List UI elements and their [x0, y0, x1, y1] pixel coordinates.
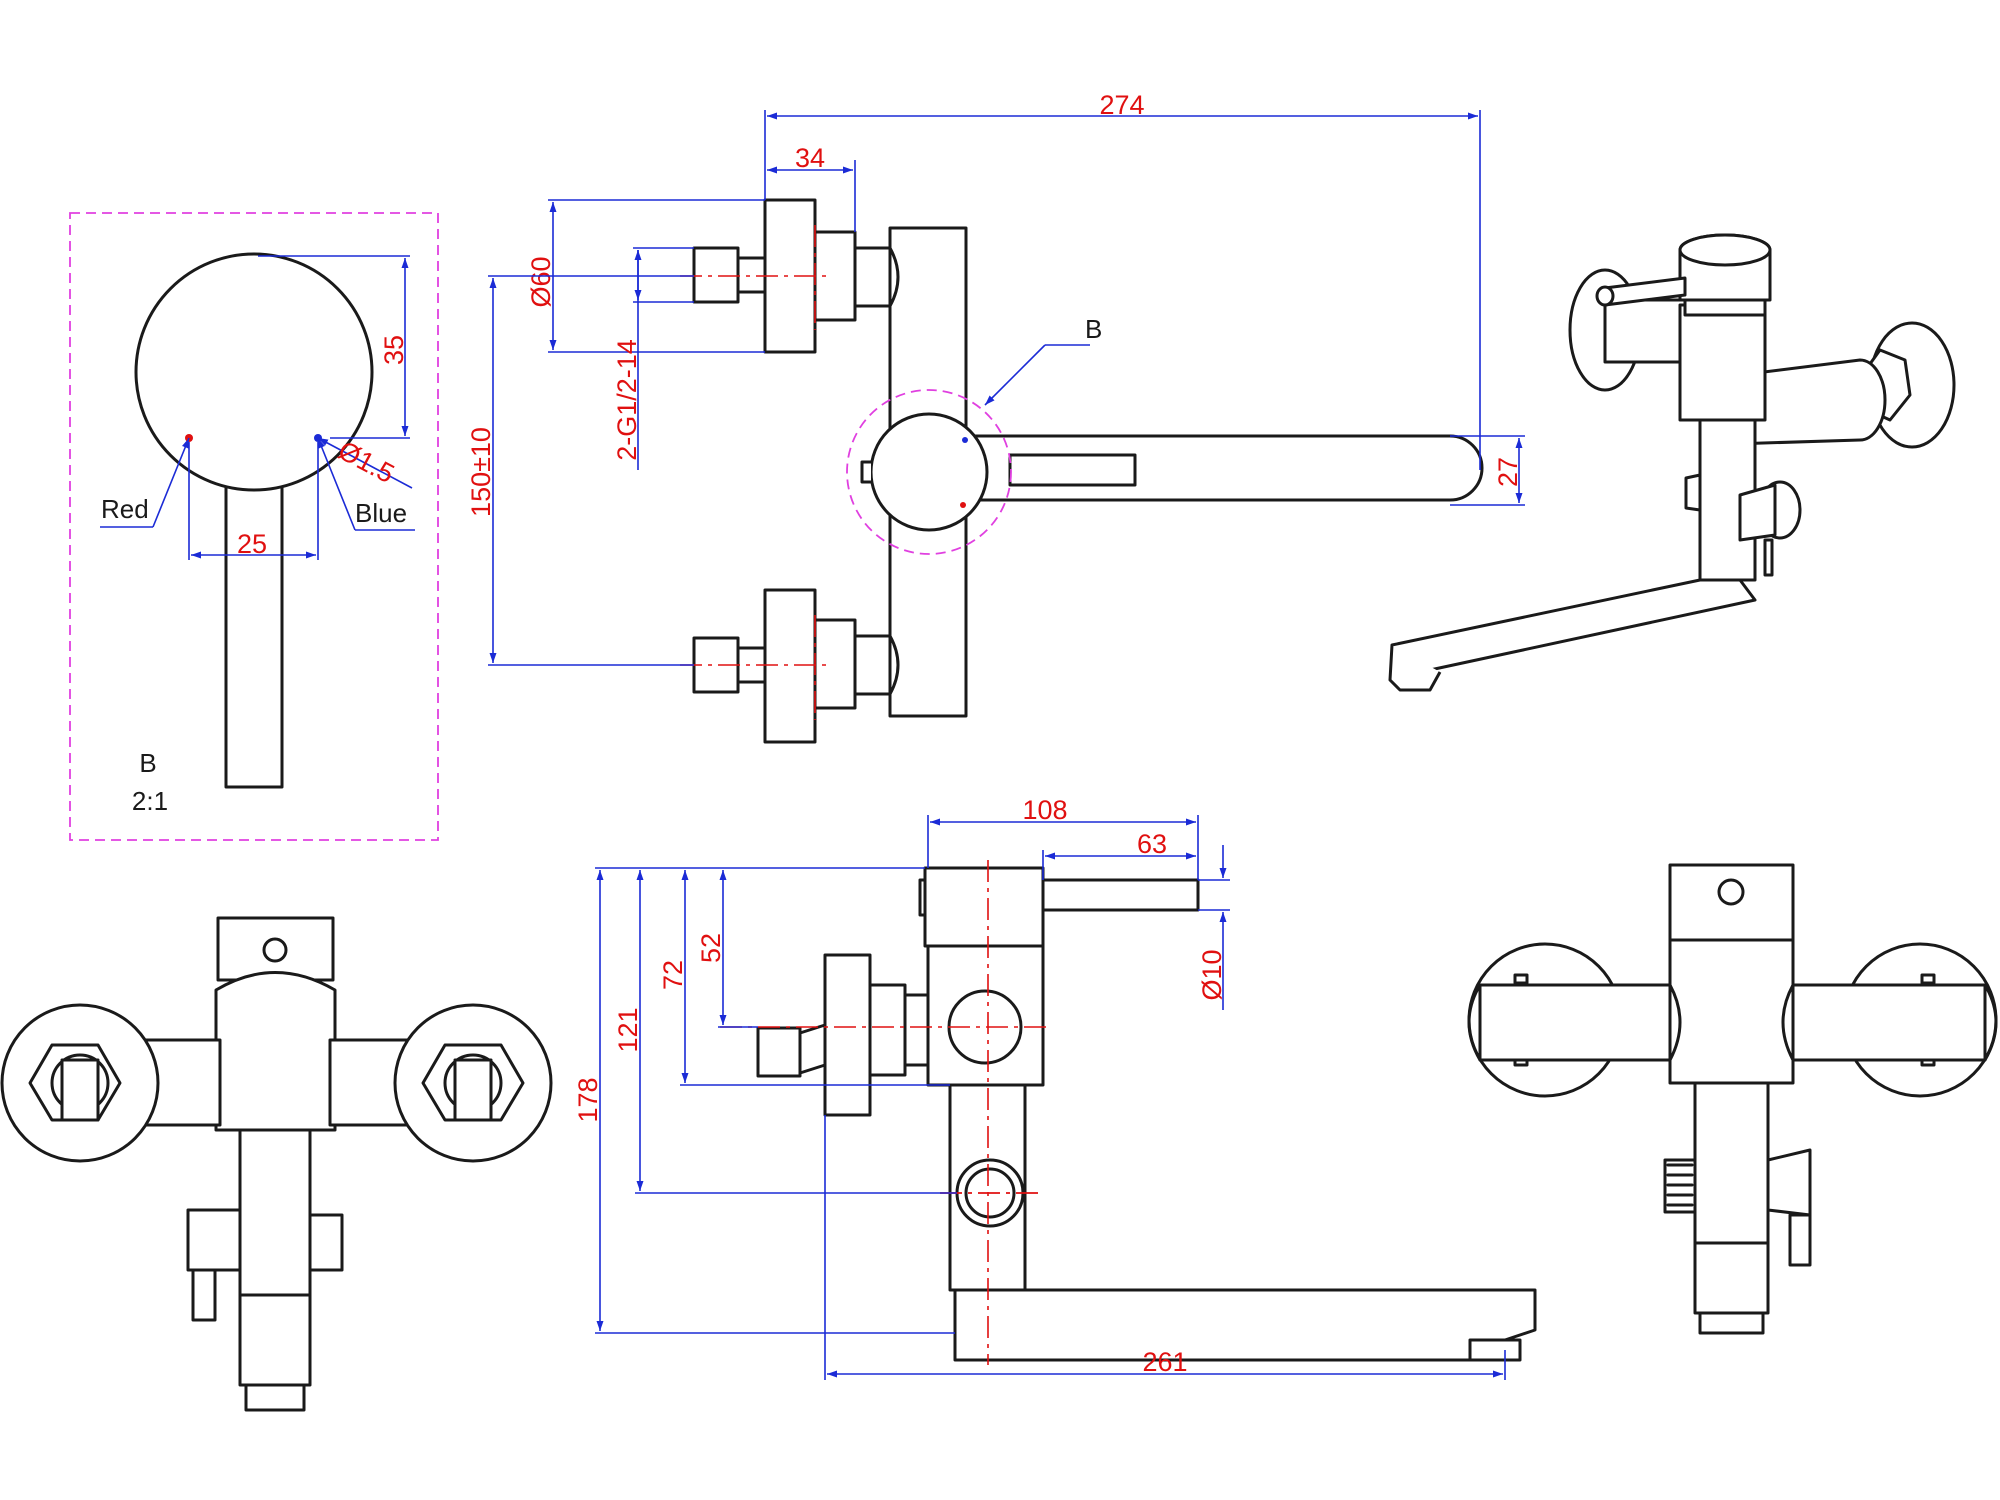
- detail-b-circle: [846, 389, 1012, 555]
- detail-knob: [134, 252, 374, 492]
- dim-lever-63: 63: [1137, 829, 1167, 859]
- detail-view-b: 35 25 Ø1.5 Red Blue B 2:1: [69, 212, 439, 841]
- detail-callout-b: B: [1085, 314, 1102, 344]
- dim-dot-dia: Ø1.5: [333, 435, 399, 489]
- detail-marker-label: B: [139, 748, 156, 778]
- top-view: [1467, 863, 1998, 1335]
- iso-spout: [1390, 578, 1757, 684]
- dim-spout-height-27: 27: [1493, 457, 1523, 487]
- side-spout: [953, 1288, 1537, 1362]
- dim-depth-108: 108: [1022, 795, 1067, 825]
- iso-body: [1678, 303, 1767, 422]
- front-upper-nut: [813, 230, 857, 322]
- detail-lever-stem: [224, 478, 284, 789]
- top-left-arm: [1478, 983, 1677, 1062]
- top-center-body: [1668, 936, 1795, 1085]
- back-view: [0, 916, 553, 1412]
- front-lower-flange: [763, 588, 817, 744]
- side-view: 108 63 Ø10 52 72 121 178 261: [573, 795, 1537, 1380]
- front-spout: [958, 434, 1484, 502]
- front-upper-inlet: [692, 246, 740, 304]
- dim-thread: 2-G1/2-14: [612, 339, 642, 461]
- dim-total-reach-274: 274: [1099, 90, 1144, 120]
- isometric-view: [1388, 233, 1956, 692]
- top-stem: [1693, 1081, 1770, 1245]
- red-label: Red: [101, 494, 149, 524]
- front-spout-slot: [1008, 453, 1137, 487]
- back-stem: [238, 1128, 312, 1297]
- dim-height-35: 35: [379, 335, 409, 365]
- side-flange: [823, 953, 872, 1117]
- front-lower-nut: [813, 618, 857, 710]
- dim-centers: 150±10: [466, 427, 496, 517]
- dim-72: 72: [658, 960, 688, 990]
- detail-boundary: [69, 212, 439, 841]
- front-view: B 274 34 Ø60 2-G1/2-14 150±10 27: [466, 90, 1525, 744]
- dim-spout-reach-261: 261: [1142, 1347, 1187, 1377]
- top-right-arm: [1788, 983, 1987, 1062]
- blue-label: Blue: [355, 498, 407, 528]
- front-knob: [869, 412, 989, 532]
- dim-lever-dia: Ø10: [1197, 949, 1227, 1000]
- dim-52: 52: [696, 933, 726, 963]
- dim-dot-spacing-25: 25: [237, 529, 267, 559]
- dim-121: 121: [613, 1007, 643, 1052]
- side-lever: [1041, 878, 1200, 912]
- side-cap: [923, 866, 1045, 948]
- detail-scale-label: 2:1: [132, 786, 168, 816]
- dim-178: 178: [573, 1077, 603, 1122]
- dim-eccentric-34: 34: [795, 143, 825, 173]
- dim-flange-dia: Ø60: [526, 256, 556, 307]
